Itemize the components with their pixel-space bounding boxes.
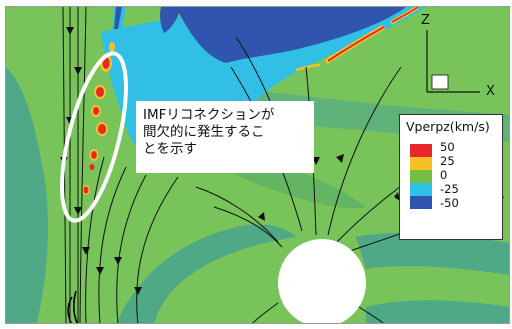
dark-blue-region [176,7,406,63]
legend-swatch-0 [410,170,432,183]
teal-region-lower [116,224,296,323]
axes-indicator [426,30,480,93]
simulation-frame: IMFリコネクションが 間欠的に発生するこ とを示す Vperpz(km/s) … [5,6,510,324]
legend-swatch-25 [410,157,432,170]
annotation-line-3: とを示す [143,141,197,157]
reconnection-highlight-ellipse [60,51,128,223]
reconnection-patches [82,42,115,195]
planet [278,239,366,323]
legend-label-25: 25 [440,154,455,168]
teal-region-bottom-right [366,300,509,323]
legend-label-minus-50: -50 [440,196,459,210]
legend-label-0: 0 [440,168,448,182]
x-axis-label: X [486,84,495,99]
legend-swatches [410,144,432,209]
dark-blue-fragment [160,7,181,33]
legend-label-minus-25: -25 [440,182,459,196]
teal-region-right [356,232,509,275]
legend-title: Vperpz(km/s) [406,119,490,134]
legend-swatch-minus-25 [410,183,432,196]
legend-labels: 50 25 0 -25 -50 [440,140,459,210]
dense-field-lines [67,290,78,323]
upper-right-streaks [295,7,420,72]
legend-body: 50 25 0 -25 -50 [406,140,496,226]
legend-swatch-minus-50 [410,196,432,209]
color-legend: Vperpz(km/s) 50 25 0 -25 -50 [399,114,503,240]
annotation-box: IMFリコネクションが 間欠的に発生するこ とを示す [136,101,314,173]
dark-blue-streak [114,7,122,29]
legend-label-50: 50 [440,140,455,154]
z-axis-label: Z [421,13,430,28]
legend-swatch-50 [410,144,432,157]
annotation-line-2: 間欠的に発生するこ [143,124,265,140]
teal-region-left [6,67,48,323]
annotation-line-1: IMFリコネクションが [143,107,275,123]
